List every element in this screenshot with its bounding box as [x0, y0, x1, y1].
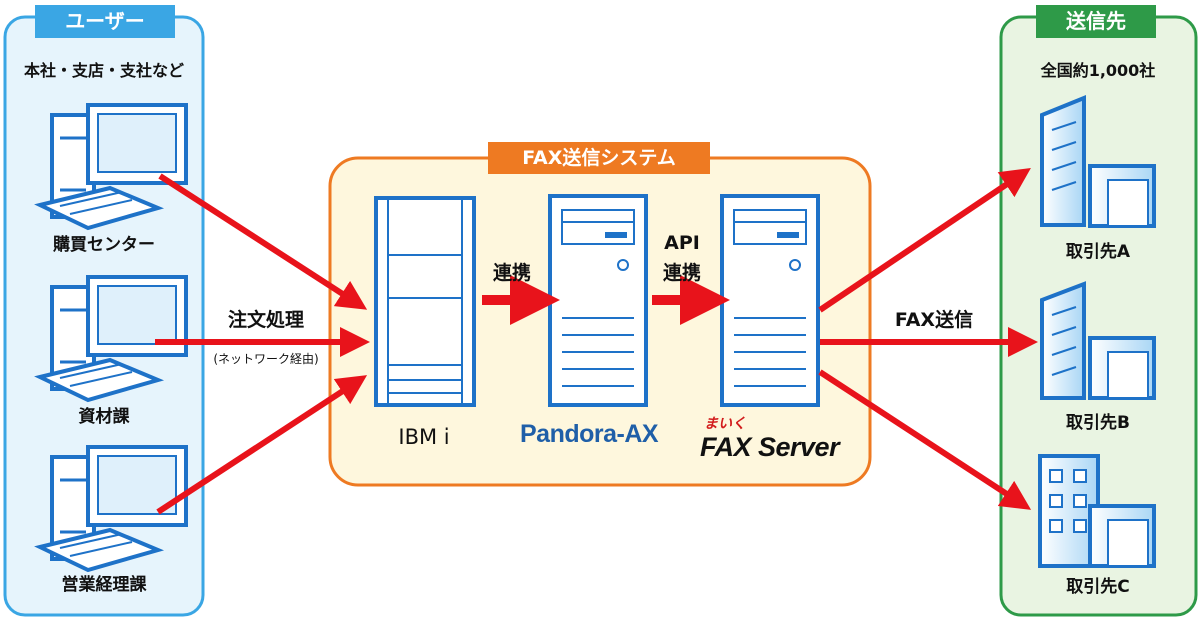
dest-panel-subtitle: 全国約1,000社: [1040, 61, 1156, 80]
terminal-label-materials: 資材課: [78, 407, 130, 427]
company-label-a: 取引先A: [1065, 242, 1131, 262]
user-panel-title: ユーザー: [65, 9, 145, 33]
computer-icon: [34, 103, 188, 231]
arrow-accounting-to-ibm: [156, 375, 368, 515]
pandora-ax-logo: Pandora-AX: [520, 420, 659, 448]
arrow-faxserver-to-c: [818, 369, 1032, 510]
terminal-label-accounting: 営業経理課: [61, 575, 147, 595]
dest-panel-title-bg: [1036, 5, 1156, 38]
faxserver-logo-mark: まいく: [704, 416, 746, 432]
ibm-i-server-icon: [374, 196, 476, 407]
link-label-2-line1: API: [664, 232, 700, 254]
computer-icon: [34, 275, 188, 403]
terminal-label-purchasing: 購買センター: [53, 235, 155, 255]
fax-send-label: FAX送信: [894, 309, 974, 331]
center-panel-title: FAX送信システム: [522, 147, 676, 169]
arrow-purchasing-to-ibm: [158, 173, 368, 310]
building-icon: [1038, 454, 1156, 568]
user-panel-title-bg: [35, 5, 175, 38]
link-label-1: 連携: [492, 262, 532, 284]
arrow-faxserver-to-a: [818, 167, 1031, 313]
ibm-i-label: IBM i: [398, 425, 450, 449]
order-network-note: (ネットワーク経由): [213, 352, 319, 366]
user-panel-subtitle: 本社・支店・支社など: [23, 61, 185, 80]
link-label-2-line2: 連携: [662, 262, 702, 284]
order-processing-label: 注文処理: [227, 309, 305, 331]
fax-server-logo: FAX Server: [700, 432, 840, 462]
computer-icon: [34, 445, 188, 573]
pandora-ax-server-icon: [548, 194, 648, 407]
company-label-c: 取引先C: [1066, 577, 1130, 597]
building-icon: [1040, 95, 1156, 228]
dest-panel-title: 送信先: [1066, 9, 1126, 33]
fax-server-icon: [720, 194, 820, 407]
building-icon: [1040, 281, 1156, 400]
company-label-b: 取引先B: [1066, 413, 1130, 433]
center-panel-title-bg: [488, 142, 710, 174]
